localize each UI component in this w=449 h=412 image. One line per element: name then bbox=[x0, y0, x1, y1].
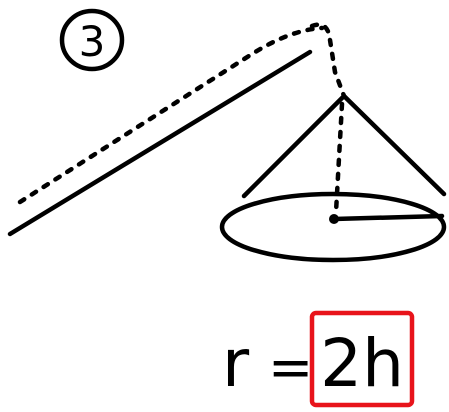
equation: r = 2h bbox=[222, 310, 415, 408]
ramp-dashed-line bbox=[17, 25, 325, 205]
answer-highlight-box bbox=[309, 310, 415, 408]
cone-left-side bbox=[241, 93, 347, 199]
cone-right-side bbox=[341, 93, 447, 197]
ramp-solid-line bbox=[7, 49, 313, 237]
problem-number-circle bbox=[59, 8, 125, 72]
equation-equals: = bbox=[268, 336, 313, 399]
equation-lhs: r bbox=[222, 325, 250, 402]
cone-base-ellipse bbox=[219, 191, 447, 263]
cone-height-line bbox=[333, 101, 345, 215]
problem-number-badge: 3 bbox=[59, 8, 125, 72]
cone-radius-line bbox=[331, 213, 445, 222]
connector-dotted-line bbox=[309, 22, 347, 99]
equation-rhs: 2h bbox=[320, 325, 404, 402]
problem-number: 3 bbox=[79, 17, 106, 66]
